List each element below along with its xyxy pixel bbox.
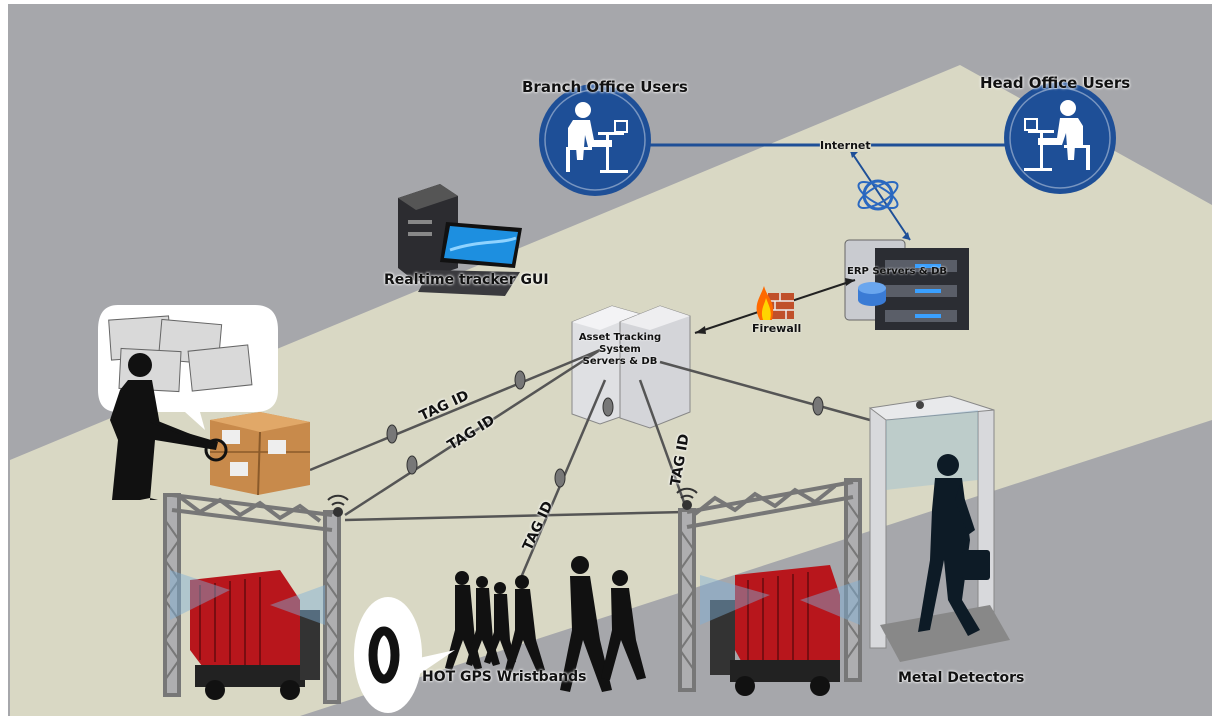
right-truck-icon (700, 565, 860, 696)
tag-wires (309, 348, 871, 581)
asset-tracking-line2: System (599, 344, 641, 355)
erp-server-label: ERP Servers & DB (847, 266, 948, 277)
internet-label: Internet (820, 139, 871, 152)
right-gantry-icon (678, 478, 862, 692)
right-antenna-icon (676, 487, 698, 510)
asset-tracking-line1: Asset Tracking (578, 332, 662, 343)
wristbands-label: HOT GPS Wristbands (422, 669, 587, 685)
head-office-user-icon (1004, 82, 1116, 194)
wristband-icon (354, 597, 455, 713)
head-office-label: Head Office Users (980, 74, 1131, 92)
metal-detector-icon (868, 395, 1010, 662)
metal-detectors-label: Metal Detectors (898, 670, 1025, 686)
worker-with-scanner-icon (110, 353, 228, 500)
left-gantry-icon (163, 493, 341, 704)
desktop-computer-icon (398, 184, 522, 296)
firewall-label: Firewall (752, 322, 802, 335)
branch-office-user-icon (539, 84, 651, 196)
erp-server-icon (844, 239, 969, 330)
asset-tracking-label: Asset Tracking System Servers & DB (568, 332, 672, 368)
asset-tracking-line3: Servers & DB (582, 356, 658, 367)
realtime-gui-label: Realtime tracker GUI (384, 272, 549, 288)
person-at-detector-icon (918, 454, 990, 636)
left-antenna-icon (327, 494, 349, 517)
asset-tracking-server-icon (571, 305, 691, 429)
branch-office-label: Branch Office Users (522, 78, 688, 96)
boxes-icon (210, 412, 310, 496)
speech-bubble-icon (98, 305, 278, 430)
crowd-silhouettes-icon (445, 556, 646, 692)
firewall-icon (756, 286, 794, 320)
signal-markers (386, 370, 824, 488)
left-truck-icon (170, 570, 325, 700)
internet-globe-icon (849, 149, 911, 241)
